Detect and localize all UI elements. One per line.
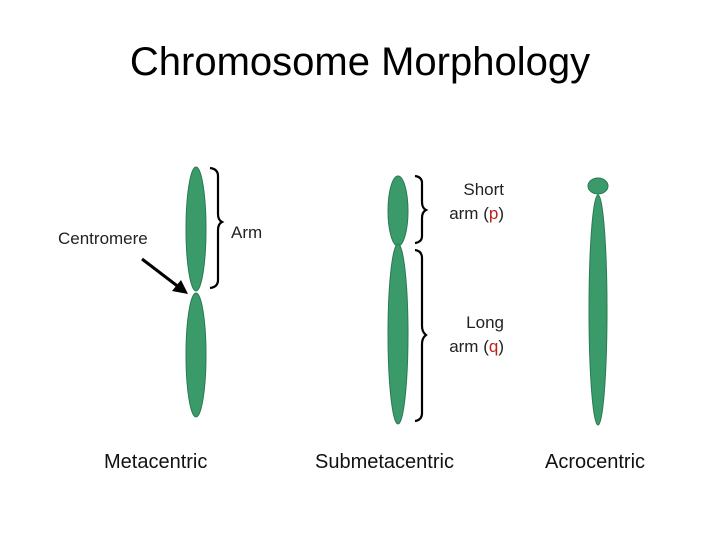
centromere-label: Centromere	[58, 229, 148, 248]
submetacentric-long-arm	[387, 243, 409, 425]
metacentric-chromosome	[185, 166, 207, 418]
short-arm-letter: p	[488, 204, 499, 223]
short-arm-label: Short arm (p)	[430, 178, 504, 226]
long-arm-line1: Long	[466, 313, 504, 332]
metacentric-caption: Metacentric	[104, 451, 208, 473]
short-arm-brace	[414, 174, 429, 245]
long-arm-line2: arm (q)	[449, 337, 504, 356]
short-arm-line1: Short	[463, 180, 504, 199]
metacentric-lower-arm	[185, 292, 207, 418]
submetacentric-short-arm	[387, 175, 409, 247]
centromere-arrow	[141, 257, 188, 294]
acrocentric-long-arm	[588, 194, 608, 426]
acrocentric-caption: Acrocentric	[545, 451, 646, 473]
short-arm-line2: arm (p)	[449, 204, 504, 223]
metacentric-upper-arm	[185, 166, 207, 292]
acrocentric-chromosome	[587, 177, 609, 426]
long-arm-letter: q	[488, 337, 499, 356]
long-arm-brace	[414, 248, 428, 423]
page-title: Chromosome Morphology	[129, 40, 591, 84]
acrocentric-satellite	[587, 177, 609, 195]
arm-label: Arm	[231, 223, 263, 242]
long-arm-label: Long arm (q)	[430, 311, 504, 359]
arm-brace	[209, 166, 225, 290]
submetacentric-caption: Submetacentric	[315, 451, 454, 473]
submetacentric-chromosome	[387, 175, 409, 425]
